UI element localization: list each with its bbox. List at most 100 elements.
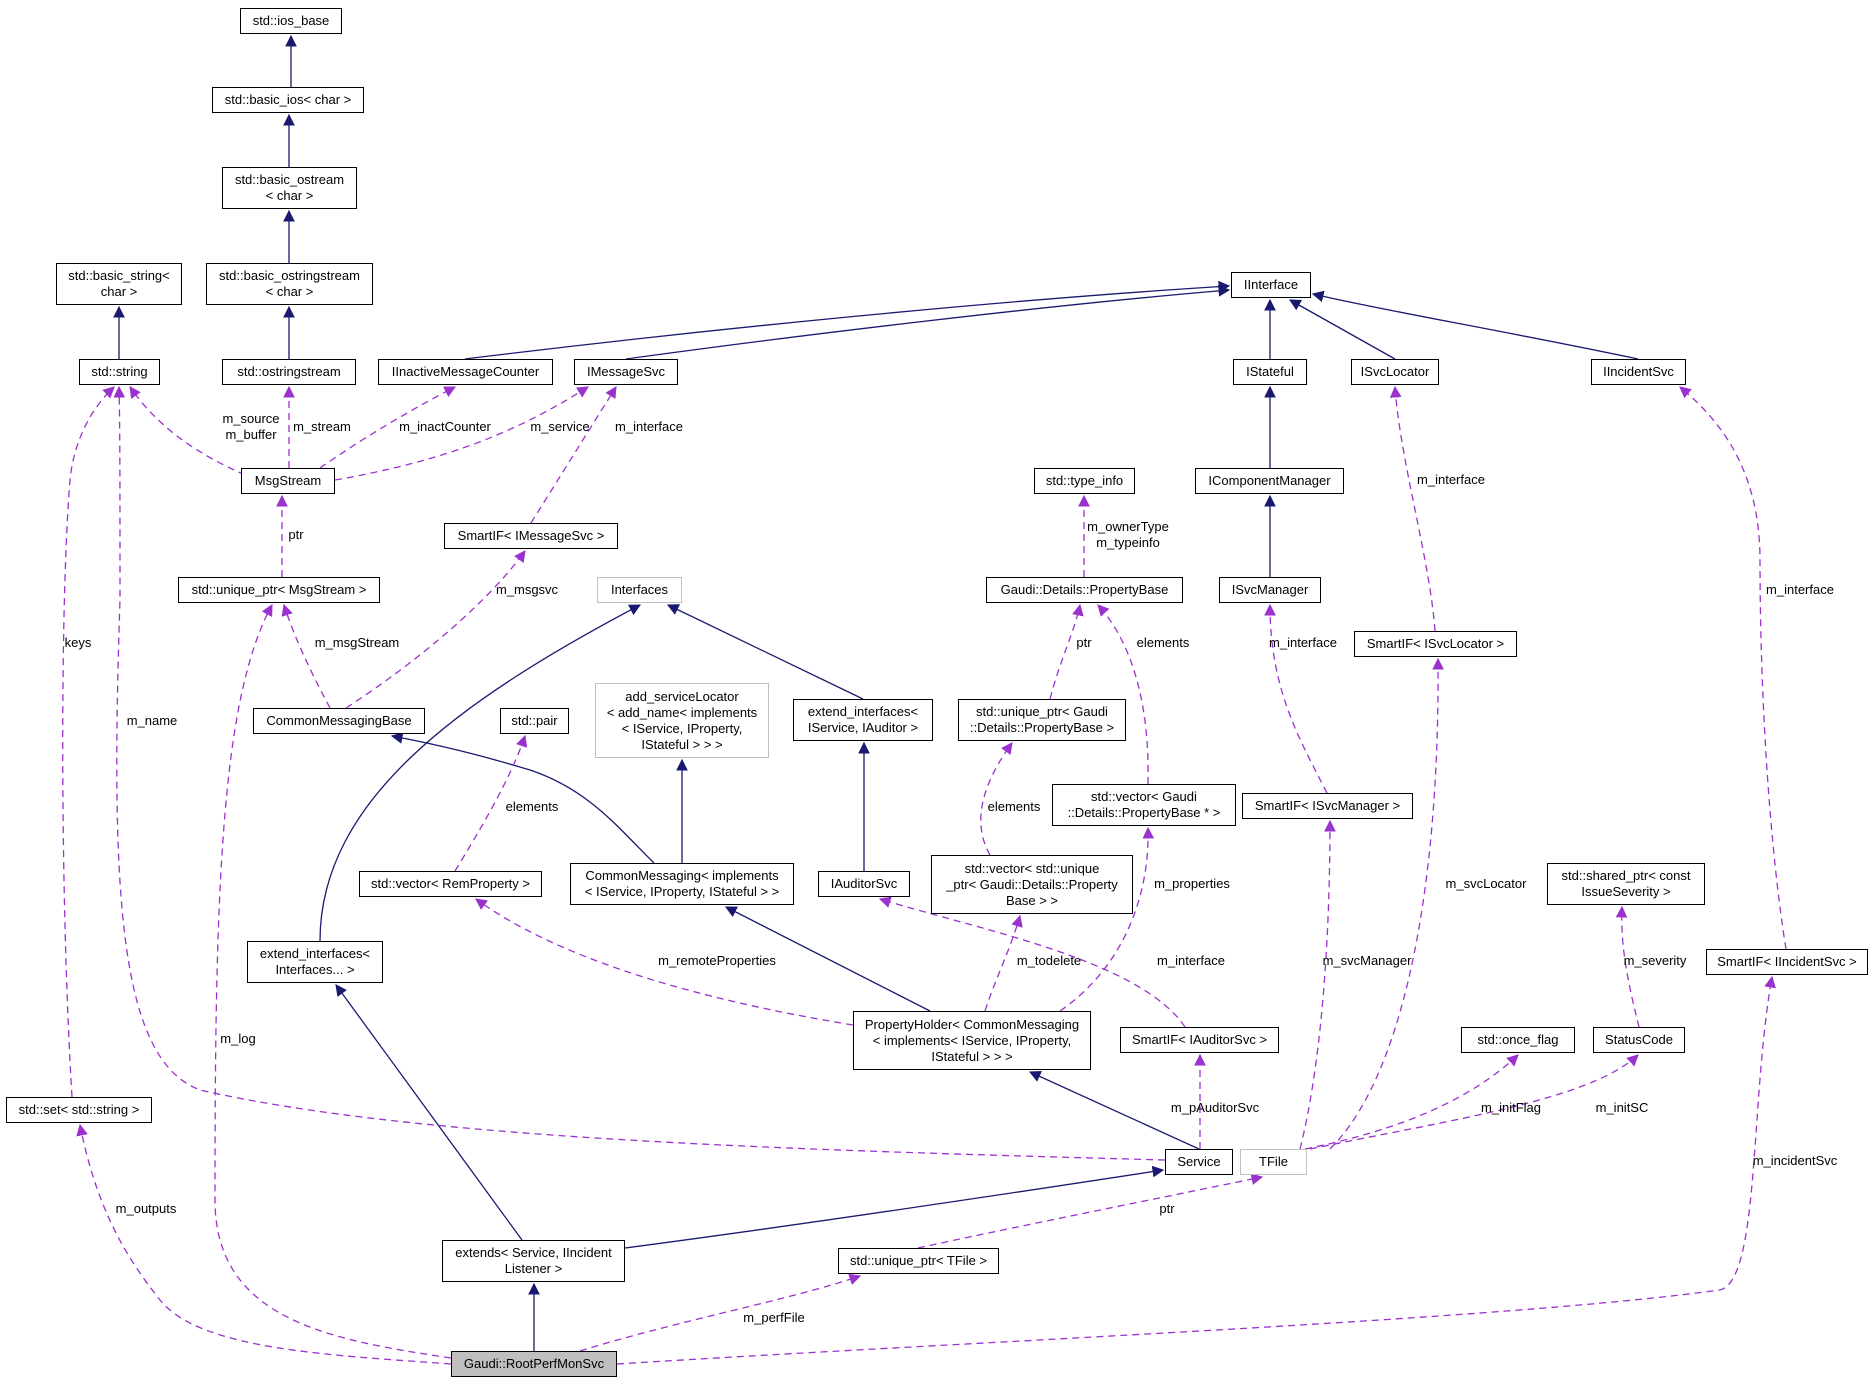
node-add-servicelocator[interactable]: add_serviceLocator < add_name< implement… [595,683,769,758]
node-extends[interactable]: extends< Service, IIncident Listener > [442,1240,625,1282]
node-std-set[interactable]: std::set< std::string > [6,1097,152,1123]
node-isvclocator[interactable]: ISvcLocator [1351,359,1439,385]
edge-extends-to-extend-variadic [335,984,523,1241]
edge-label-m-stream: m_stream [293,419,351,434]
node-smartif-imessagesvc[interactable]: SmartIF< IMessageSvc > [444,523,618,549]
node-std-string[interactable]: std::string [79,359,160,385]
edge-imessagesvc-to-iinterface [625,285,1231,360]
edge-label-m-log: m_log [220,1031,256,1046]
node-basic-string[interactable]: std::basic_string< char > [56,263,182,305]
edge-label-m-service: m_service [530,419,590,434]
edge-label-m-interface-incident: m_interface [1766,582,1834,597]
node-rootperfmonsvc[interactable]: Gaudi::RootPerfMonSvc [451,1351,617,1377]
node-unique-ptr-msgstream[interactable]: std::unique_ptr< MsgStream > [178,577,380,603]
edge-vector-remproperty-to-std-pair [454,734,528,872]
edge-vector-propbase-to-propertybase [1097,604,1149,785]
node-type-info[interactable]: std::type_info [1034,468,1135,494]
edge-label-keys: keys [64,635,92,650]
node-shared-ptr-issueseverity[interactable]: std::shared_ptr< const IssueSeverity > [1547,863,1705,905]
node-std-pair[interactable]: std::pair [500,708,569,734]
edge-smartif-svcmanager-to-isvcmanager [1264,603,1328,794]
edge-shared-ptr-to-statuscode [1615,905,1640,1028]
edge-service-to-smartif-svcmanager [1299,819,1336,1150]
node-isvcmanager[interactable]: ISvcManager [1219,577,1321,603]
edge-service-to-once-flag [1304,1054,1519,1150]
edge-label-m-properties: m_properties [1154,876,1230,891]
edge-label-m-remoteproperties: m_remoteProperties [658,953,776,968]
node-vector-propertybase-ptr[interactable]: std::vector< Gaudi ::Details::PropertyBa… [1052,784,1236,826]
edge-label-m-initsc: m_initSC [1595,1100,1649,1115]
edge-label-m-name: m_name [126,713,178,728]
node-propertybase[interactable]: Gaudi::Details::PropertyBase [986,577,1183,603]
node-vector-remproperty[interactable]: std::vector< RemProperty > [359,871,542,897]
edge-msgstream-to-imessagesvc [334,386,589,481]
node-statuscode[interactable]: StatusCode [1593,1027,1685,1053]
edge-commonmessaging-to-commonmessagingbase [390,732,655,864]
edge-rootperfmonsvc-to-unique-ptr-msgstream [214,603,452,1359]
node-once-flag[interactable]: std::once_flag [1461,1027,1575,1053]
edge-smartif-msgsvc-to-imessagesvc [530,386,617,524]
node-tfile[interactable]: TFile [1240,1149,1307,1175]
edge-label-elements-propbase: elements [1136,635,1190,650]
edge-unique-ptr-tfile-to-tfile [917,1173,1264,1249]
edge-label-elements-unique: elements [987,799,1041,814]
edge-label-m-outputs: m_outputs [115,1201,177,1216]
edge-vector-unique-to-unique-ptr-propbase [980,742,1013,856]
edge-label-m-todelete: m_todelete [1016,953,1082,968]
node-iauditorsvc[interactable]: IAuditorSvc [818,871,910,897]
edge-label-m-interface-svcmanager: m_interface [1269,635,1337,650]
node-imessagesvc[interactable]: IMessageSvc [574,359,678,385]
node-extend-interfaces-auditor[interactable]: extend_interfaces< IService, IAuditor > [793,699,933,741]
node-smartif-isvclocator[interactable]: SmartIF< ISvcLocator > [1354,631,1517,657]
edge-label-m-severity: m_severity [1623,953,1687,968]
edge-label-m-interface-auditor: m_interface [1157,953,1225,968]
node-iinterface[interactable]: IInterface [1231,272,1311,298]
node-basic-ostream[interactable]: std::basic_ostream < char > [222,167,357,209]
node-interfaces[interactable]: Interfaces [597,577,682,603]
edge-label-m-incidentsvc: m_incidentSvc [1752,1153,1838,1168]
edge-service-to-smartif-svclocator [1329,657,1444,1150]
edge-label-m-ownertype: m_ownerType m_typeinfo [1087,519,1169,550]
node-unique-ptr-tfile[interactable]: std::unique_ptr< TFile > [838,1248,999,1274]
node-vector-unique-ptr[interactable]: std::vector< std::unique _ptr< Gaudi::De… [931,855,1133,914]
edge-extend-auditor-to-interfaces [666,604,864,700]
edge-propertyholder-to-vector-remproperty [475,898,854,1026]
node-propertyholder[interactable]: PropertyHolder< CommonMessaging < implem… [853,1011,1091,1070]
edge-rootperfmonsvc-to-unique-ptr-tfile [579,1273,862,1352]
edge-msgstream-to-std-string [129,386,246,476]
edge-label-m-inactcounter: m_inactCounter [399,419,491,434]
node-smartif-isvcmanager[interactable]: SmartIF< ISvcManager > [1242,793,1413,819]
edge-label-m-source-buffer: m_source m_buffer [222,411,280,442]
node-service[interactable]: Service [1165,1149,1233,1175]
edge-commonmessagingbase-to-unique-ptr [281,603,331,709]
node-smartif-iauditorsvc[interactable]: SmartIF< IAuditorSvc > [1120,1027,1279,1053]
node-istateful[interactable]: IStateful [1233,359,1307,385]
node-ios-base[interactable]: std::ios_base [240,8,342,34]
edge-service-to-std-string [113,385,1166,1161]
edge-iincidentsvc-to-iinterface [1311,290,1639,360]
edge-label-m-perffile: m_perfFile [743,1310,805,1325]
node-iinactive-message-counter[interactable]: IInactiveMessageCounter [378,359,553,385]
node-ostringstream[interactable]: std::ostringstream [222,359,356,385]
node-basic-ostringstream[interactable]: std::basic_ostringstream < char > [206,263,373,305]
node-commonmessaging[interactable]: CommonMessaging< implements < IService, … [570,863,794,905]
node-msgstream[interactable]: MsgStream [241,468,335,494]
edge-label-m-pauditorsvc: m_pAuditorSvc [1170,1100,1260,1115]
node-icomponentmanager[interactable]: IComponentManager [1195,468,1344,494]
node-commonmessagingbase[interactable]: CommonMessagingBase [253,708,425,734]
edge-propertyholder-to-vector-propbase-ptr [1059,826,1155,1012]
node-smartif-iincidentsvc[interactable]: SmartIF< IIncidentSvc > [1706,949,1868,975]
edge-label-elements-pair: elements [505,799,559,814]
edge-label-m-svcmanager: m_svcManager [1322,953,1412,968]
edge-smartif-svclocator-to-isvclocator [1389,385,1436,632]
node-iincidentsvc[interactable]: IIncidentSvc [1591,359,1686,385]
edge-propertyholder-to-vector-unique [984,914,1023,1012]
edge-msgstream-to-iinactive [319,386,457,469]
edge-rootperfmonsvc-to-std-set [76,1123,452,1365]
node-unique-ptr-propertybase[interactable]: std::unique_ptr< Gaudi ::Details::Proper… [958,699,1126,741]
edge-commonmessagingbase-to-smartif-msgsvc [345,550,526,709]
node-basic-ios[interactable]: std::basic_ios< char > [212,87,364,113]
node-extend-interfaces-variadic[interactable]: extend_interfaces< Interfaces... > [247,941,383,983]
edge-unique-ptr-propbase-to-propertybase [1049,603,1084,700]
